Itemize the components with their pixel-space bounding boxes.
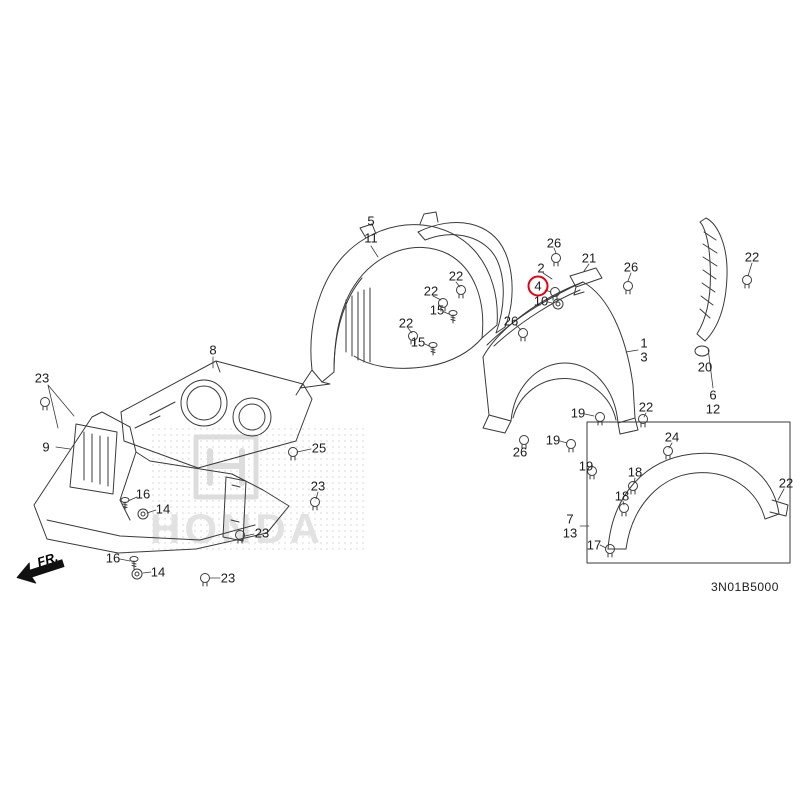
diagram-code: 3N01B5000	[711, 580, 779, 594]
fr-arrow-icon	[16, 559, 65, 584]
part-label-18[interactable]: 18	[627, 464, 643, 480]
part-label-18[interactable]: 18	[614, 488, 630, 504]
part-label-23[interactable]: 23	[254, 525, 270, 541]
honda-watermark: HONDA	[150, 428, 365, 552]
part-label-26[interactable]: 26	[623, 259, 639, 275]
part-label-19[interactable]: 19	[545, 432, 561, 448]
part-label-26[interactable]: 26	[546, 235, 562, 251]
part-label-3[interactable]: 3	[640, 349, 648, 365]
part-label-22[interactable]: 22	[744, 249, 760, 265]
front-fender-art	[482, 281, 639, 435]
part-label-16[interactable]: 16	[105, 550, 121, 566]
part-label-1[interactable]: 1	[640, 335, 648, 351]
arch-molding-art	[586, 421, 791, 564]
pillar-garnish-art	[694, 217, 728, 357]
part-label-14[interactable]: 14	[155, 501, 171, 517]
part-label-26[interactable]: 26	[512, 444, 528, 460]
part-label-22[interactable]: 22	[448, 268, 464, 284]
leader-lines	[47, 245, 785, 579]
part-label-22[interactable]: 22	[778, 475, 794, 491]
part-label-21[interactable]: 21	[581, 250, 597, 266]
part-label-23[interactable]: 23	[220, 570, 236, 586]
part-label-25[interactable]: 25	[311, 440, 327, 456]
fender-liner-art	[299, 211, 513, 389]
part-label-13[interactable]: 13	[562, 525, 578, 541]
part-label-17[interactable]: 17	[586, 537, 602, 553]
part-label-19[interactable]: 19	[578, 458, 594, 474]
part-label-23[interactable]: 23	[34, 370, 50, 386]
part-label-22[interactable]: 22	[423, 283, 439, 299]
part-label-20[interactable]: 20	[697, 359, 713, 375]
part-label-12[interactable]: 12	[705, 401, 721, 417]
part-label-4[interactable]: 4	[527, 275, 549, 297]
part-label-16[interactable]: 16	[135, 486, 151, 502]
part-label-7[interactable]: 7	[566, 511, 574, 527]
under-cover-9-art	[33, 411, 290, 554]
part-label-24[interactable]: 24	[664, 429, 680, 445]
part-label-15[interactable]: 15	[429, 302, 445, 318]
part-label-22[interactable]: 22	[638, 399, 654, 415]
part-label-2[interactable]: 2	[537, 260, 545, 276]
part-label-5[interactable]: 5	[367, 213, 375, 229]
part-label-22[interactable]: 22	[398, 315, 414, 331]
watermark-text: HONDA	[150, 505, 324, 552]
part-label-14[interactable]: 14	[150, 564, 166, 580]
part-label-11[interactable]: 11	[364, 230, 378, 246]
part-label-6[interactable]: 6	[709, 387, 717, 403]
bracket-art	[569, 267, 603, 296]
part-label-8[interactable]: 8	[209, 342, 217, 358]
part-label-26[interactable]: 26	[503, 313, 519, 329]
part-label-15[interactable]: 15	[410, 334, 426, 350]
part-label-10[interactable]: 10	[533, 293, 549, 309]
under-cover-8-art	[120, 360, 313, 469]
part-label-9[interactable]: 9	[42, 439, 50, 455]
part-label-23[interactable]: 23	[310, 478, 326, 494]
part-label-19[interactable]: 19	[570, 405, 586, 421]
